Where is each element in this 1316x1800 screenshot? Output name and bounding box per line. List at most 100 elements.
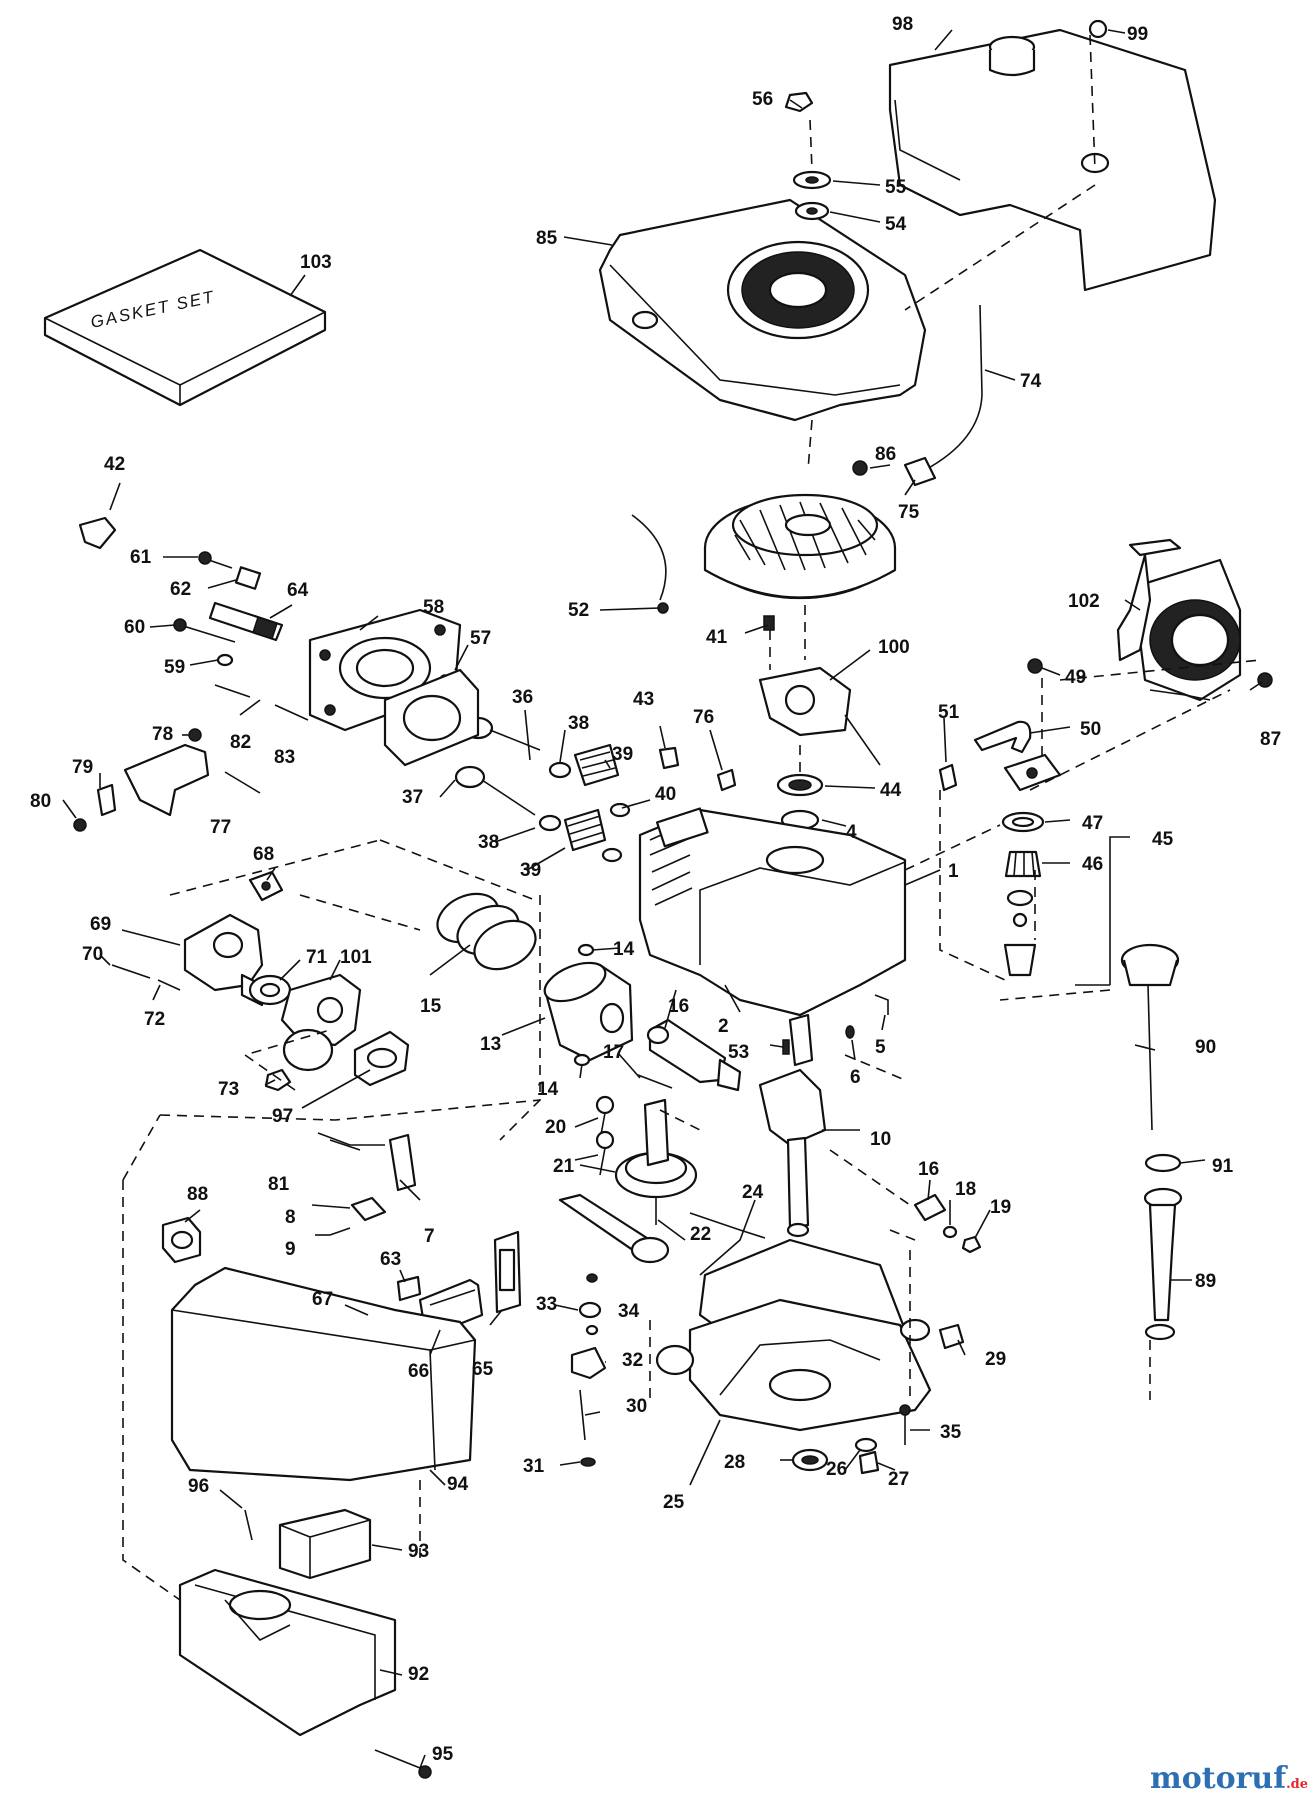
air-filter-93 <box>278 1508 372 1580</box>
callout-35: 35 <box>940 1422 962 1443</box>
callout-89: 89 <box>1195 1271 1216 1292</box>
callout-39b: 39 <box>520 860 541 881</box>
callout-82: 82 <box>230 732 251 753</box>
callout-92: 92 <box>408 1664 429 1685</box>
callout-22: 22 <box>690 1224 711 1245</box>
callout-63: 63 <box>380 1249 401 1270</box>
callout-41: 41 <box>706 627 728 648</box>
filter-46 <box>1004 850 1042 878</box>
clip-51 <box>938 763 958 792</box>
seal-28 <box>791 1448 829 1472</box>
callout-27: 27 <box>888 1469 909 1490</box>
callout-62: 62 <box>170 579 191 600</box>
callout-75: 75 <box>898 502 920 523</box>
callout-31: 31 <box>523 1456 545 1477</box>
callout-91: 91 <box>1212 1156 1234 1177</box>
callout-17: 17 <box>603 1042 624 1063</box>
washer-18 <box>942 1225 958 1239</box>
callout-79: 79 <box>72 757 93 778</box>
gasket-71 <box>248 974 292 1006</box>
callout-54: 54 <box>885 214 907 235</box>
callout-51: 51 <box>938 702 960 723</box>
bolt-17 <box>637 1074 673 1089</box>
stud-82 <box>214 684 251 698</box>
brand-suffix: .de <box>1286 1777 1308 1792</box>
callout-102: 102 <box>1068 591 1100 612</box>
callout-43: 43 <box>633 689 654 710</box>
callout-24: 24 <box>742 1182 764 1203</box>
callout-97: 97 <box>272 1106 293 1127</box>
callout-15: 15 <box>420 996 442 1017</box>
callout-16a: 16 <box>668 996 689 1017</box>
sump-25 <box>655 1298 932 1432</box>
callout-36: 36 <box>512 687 533 708</box>
callout-37: 37 <box>402 787 423 808</box>
bolt-70 <box>111 964 151 979</box>
callout-96: 96 <box>188 1476 209 1497</box>
callout-98: 98 <box>892 14 913 35</box>
callout-86: 86 <box>875 444 896 465</box>
callout-4: 4 <box>846 822 857 843</box>
bolt-61 <box>198 551 233 569</box>
lever-7 <box>388 1133 417 1192</box>
callout-21: 21 <box>553 1156 575 1177</box>
spool-34 <box>585 1273 599 1336</box>
clip-79 <box>96 783 117 817</box>
callout-50: 50 <box>1080 719 1101 740</box>
air-cleaner-cover-94 <box>170 1266 477 1482</box>
callout-6: 6 <box>850 1067 861 1088</box>
fill-tube-89 <box>1143 1187 1183 1341</box>
callout-40: 40 <box>655 784 676 805</box>
heat-shield-63 <box>396 1275 422 1302</box>
callout-70: 70 <box>82 944 103 965</box>
callout-49: 49 <box>1065 667 1086 688</box>
callout-93: 93 <box>408 1541 429 1562</box>
callout-95: 95 <box>432 1744 454 1765</box>
piston-13 <box>543 961 634 1062</box>
callout-labels: 98 99 56 55 54 85 103 74 42 86 75 61 62 … <box>30 14 1281 1765</box>
callout-26: 26 <box>826 1459 847 1480</box>
piston-rings-15 <box>436 892 537 971</box>
callout-58: 58 <box>423 597 444 618</box>
gasket-88 <box>161 1216 202 1264</box>
callout-76: 76 <box>693 707 714 728</box>
washer-59 <box>216 653 234 667</box>
callout-65: 65 <box>472 1359 494 1380</box>
shaft-22 <box>558 1193 670 1264</box>
bolt-83 <box>274 704 309 721</box>
shaft-30 <box>579 1389 586 1441</box>
callout-14b: 14 <box>537 1079 559 1100</box>
callout-81: 81 <box>268 1174 290 1195</box>
washer-55 <box>792 170 832 190</box>
gasket-97 <box>353 1030 410 1087</box>
washer-33 <box>578 1301 602 1319</box>
callout-87: 87 <box>1260 729 1281 750</box>
ignition-module <box>758 666 881 766</box>
callout-53: 53 <box>728 1042 749 1063</box>
cap-42 <box>78 516 117 550</box>
callout-83: 83 <box>274 747 295 768</box>
callout-80: 80 <box>30 791 51 812</box>
callout-90: 90 <box>1195 1037 1216 1058</box>
callout-55: 55 <box>885 177 907 198</box>
callout-25: 25 <box>663 1492 685 1513</box>
callout-33: 33 <box>536 1294 557 1315</box>
callout-72: 72 <box>144 1009 165 1030</box>
air-cleaner-base-92 <box>178 1568 397 1737</box>
screw-87 <box>1257 672 1273 688</box>
callout-7: 7 <box>424 1226 435 1247</box>
link-81 <box>317 1132 385 1146</box>
cylinder-block-1 <box>638 807 907 1017</box>
callout-56: 56 <box>752 89 773 110</box>
callout-68: 68 <box>253 844 274 865</box>
breather-plate <box>1003 753 1062 792</box>
callout-42: 42 <box>104 454 125 475</box>
callout-69: 69 <box>90 914 111 935</box>
callout-5: 5 <box>875 1037 886 1058</box>
nut-56 <box>784 91 814 113</box>
brand-watermark: motoruf.de <box>1150 1761 1308 1796</box>
callout-100: 100 <box>878 637 910 658</box>
tappets-20 <box>595 1095 615 1176</box>
callout-2: 2 <box>718 1016 729 1037</box>
